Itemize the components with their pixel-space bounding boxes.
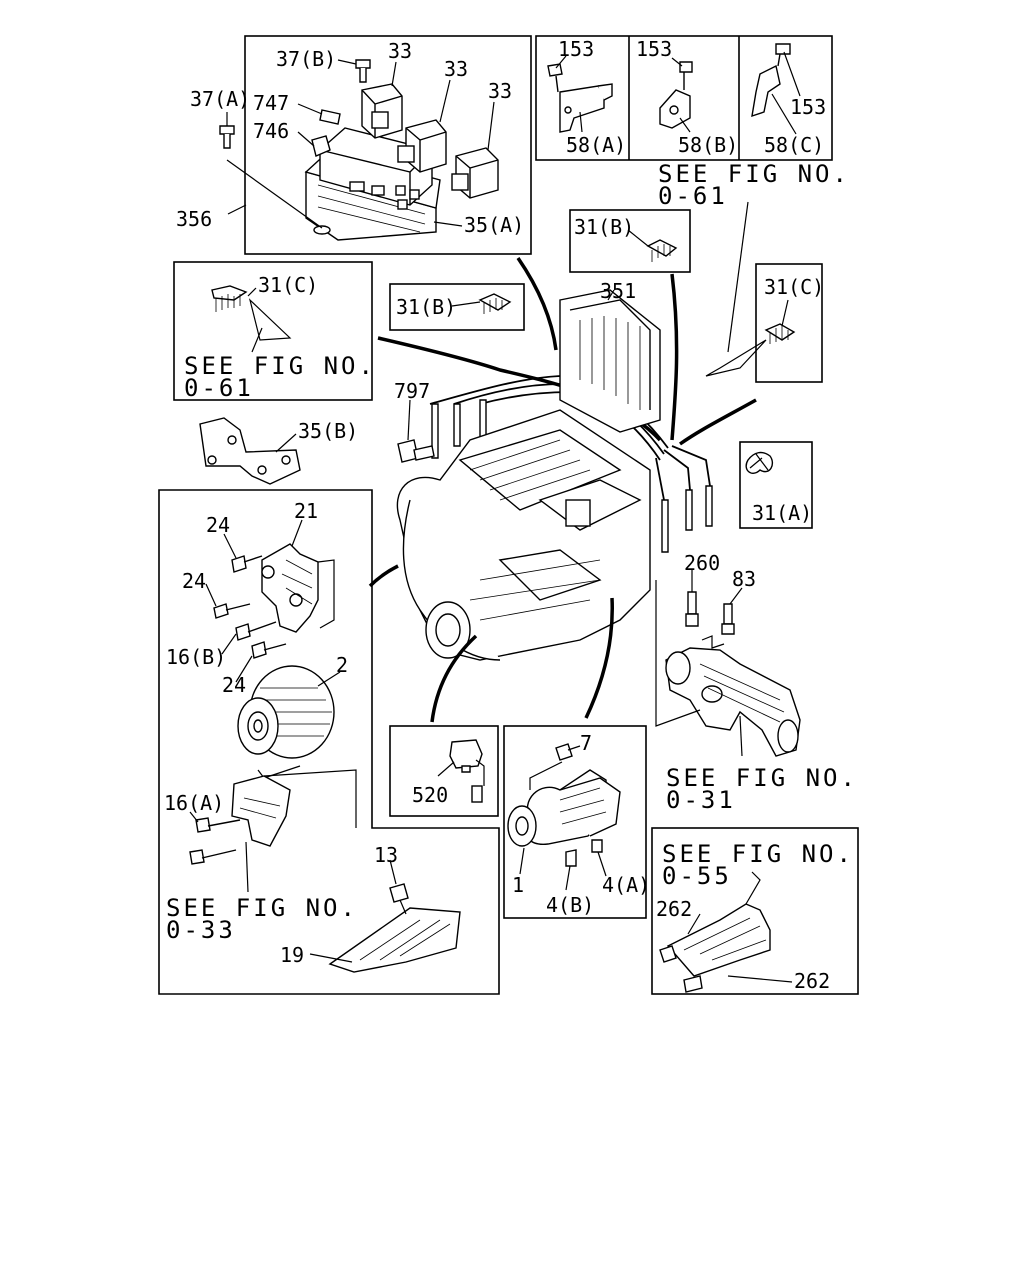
bracket-35b: 35(B) — [199, 417, 358, 485]
label-33-b: 33 — [444, 57, 468, 81]
label-37b: 37(B) — [276, 47, 336, 71]
clip-31b-center-panel: 31(B) — [389, 283, 525, 331]
sensor-520-panel: 520 — [389, 725, 499, 817]
see-fig-055-line2: 0-55 — [662, 862, 732, 890]
see-fig-031-line2: 0-31 — [666, 786, 736, 814]
see-fig-033-line2: 0-33 — [166, 916, 236, 944]
label-31c-right: 31(C) — [764, 275, 824, 299]
label-21: 21 — [294, 499, 318, 523]
label-4b: 4(B) — [546, 893, 594, 917]
label-4a: 4(A) — [602, 873, 650, 897]
see-fig-033-line1: SEE FIG NO. — [166, 894, 358, 922]
label-7: 7 — [580, 731, 592, 755]
see-fig-055-line1: SEE FIG NO. — [662, 840, 854, 868]
coil-module-panel: 37(B) 33 33 33 37(A) 747 746 356 35(A) — [176, 35, 532, 255]
see-fig-061-top: SEE FIG NO. 0-61 — [658, 160, 850, 353]
label-58b: 58(B) — [678, 133, 738, 157]
see-fig-061-top-line2: 0-61 — [658, 182, 728, 210]
label-747: 747 — [253, 91, 289, 115]
label-262-b: 262 — [794, 969, 830, 993]
label-2: 2 — [336, 653, 348, 677]
label-33-a: 33 — [388, 39, 412, 63]
label-35b: 35(B) — [298, 419, 358, 443]
label-153-b: 153 — [636, 37, 672, 61]
label-153-c: 153 — [790, 95, 826, 119]
label-31c-left: 31(C) — [258, 273, 318, 297]
label-31a: 31(A) — [752, 501, 812, 525]
label-16b: 16(B) — [166, 645, 226, 669]
starter-panel: 7 1 4(B) 4(A) — [503, 725, 650, 919]
see-fig-061-left-line1: SEE FIG NO. — [184, 352, 376, 380]
label-797: 797 — [394, 379, 430, 403]
see-fig-061-top-line1: SEE FIG NO. — [658, 160, 850, 188]
label-153-a: 153 — [558, 37, 594, 61]
alternator-panel: 21 24 24 16(B) 24 2 16(A) 13 19 SEE FIG … — [158, 489, 500, 995]
label-37a: 37(A) — [190, 87, 250, 111]
thermo-housing: 260 83 SEE FIG NO. 0-31 — [655, 551, 858, 814]
clip-31a-panel: 31(A) — [739, 441, 813, 529]
label-19: 19 — [280, 943, 304, 967]
label-31b-center: 31(B) — [396, 295, 456, 319]
label-262-a: 262 — [656, 897, 692, 921]
see-fig-031-line1: SEE FIG NO. — [666, 764, 858, 792]
label-24-c: 24 — [222, 673, 246, 697]
label-24-a: 24 — [206, 513, 230, 537]
bracket-panel: 153 153 153 58(A) 58(B) 58(C) — [535, 35, 833, 161]
clip-31b-right-panel: 31(B) — [569, 209, 691, 273]
injector-panel: 262 262 SEE FIG NO. 0-55 — [651, 827, 859, 995]
see-fig-061-left-line2: 0-61 — [184, 374, 254, 402]
label-520: 520 — [412, 783, 448, 807]
label-35a: 35(A) — [464, 213, 524, 237]
label-31b-right: 31(B) — [574, 215, 634, 239]
label-24-b: 24 — [182, 569, 206, 593]
label-16a: 16(A) — [164, 791, 224, 815]
label-83: 83 — [732, 567, 756, 591]
label-33-c: 33 — [488, 79, 512, 103]
label-13: 13 — [374, 843, 398, 867]
label-356: 356 — [176, 207, 212, 231]
clip-31c-right-panel: 31(C) — [705, 263, 824, 383]
clip-31c-left-panel: 31(C) SEE FIG NO. 0-61 — [173, 261, 376, 402]
engine-assembly: 351 797 — [368, 257, 757, 723]
label-746: 746 — [253, 119, 289, 143]
label-351: 351 — [600, 279, 636, 303]
label-58c: 58(C) — [764, 133, 824, 157]
label-58a: 58(A) — [566, 133, 626, 157]
label-1: 1 — [512, 873, 524, 897]
label-260: 260 — [684, 551, 720, 575]
